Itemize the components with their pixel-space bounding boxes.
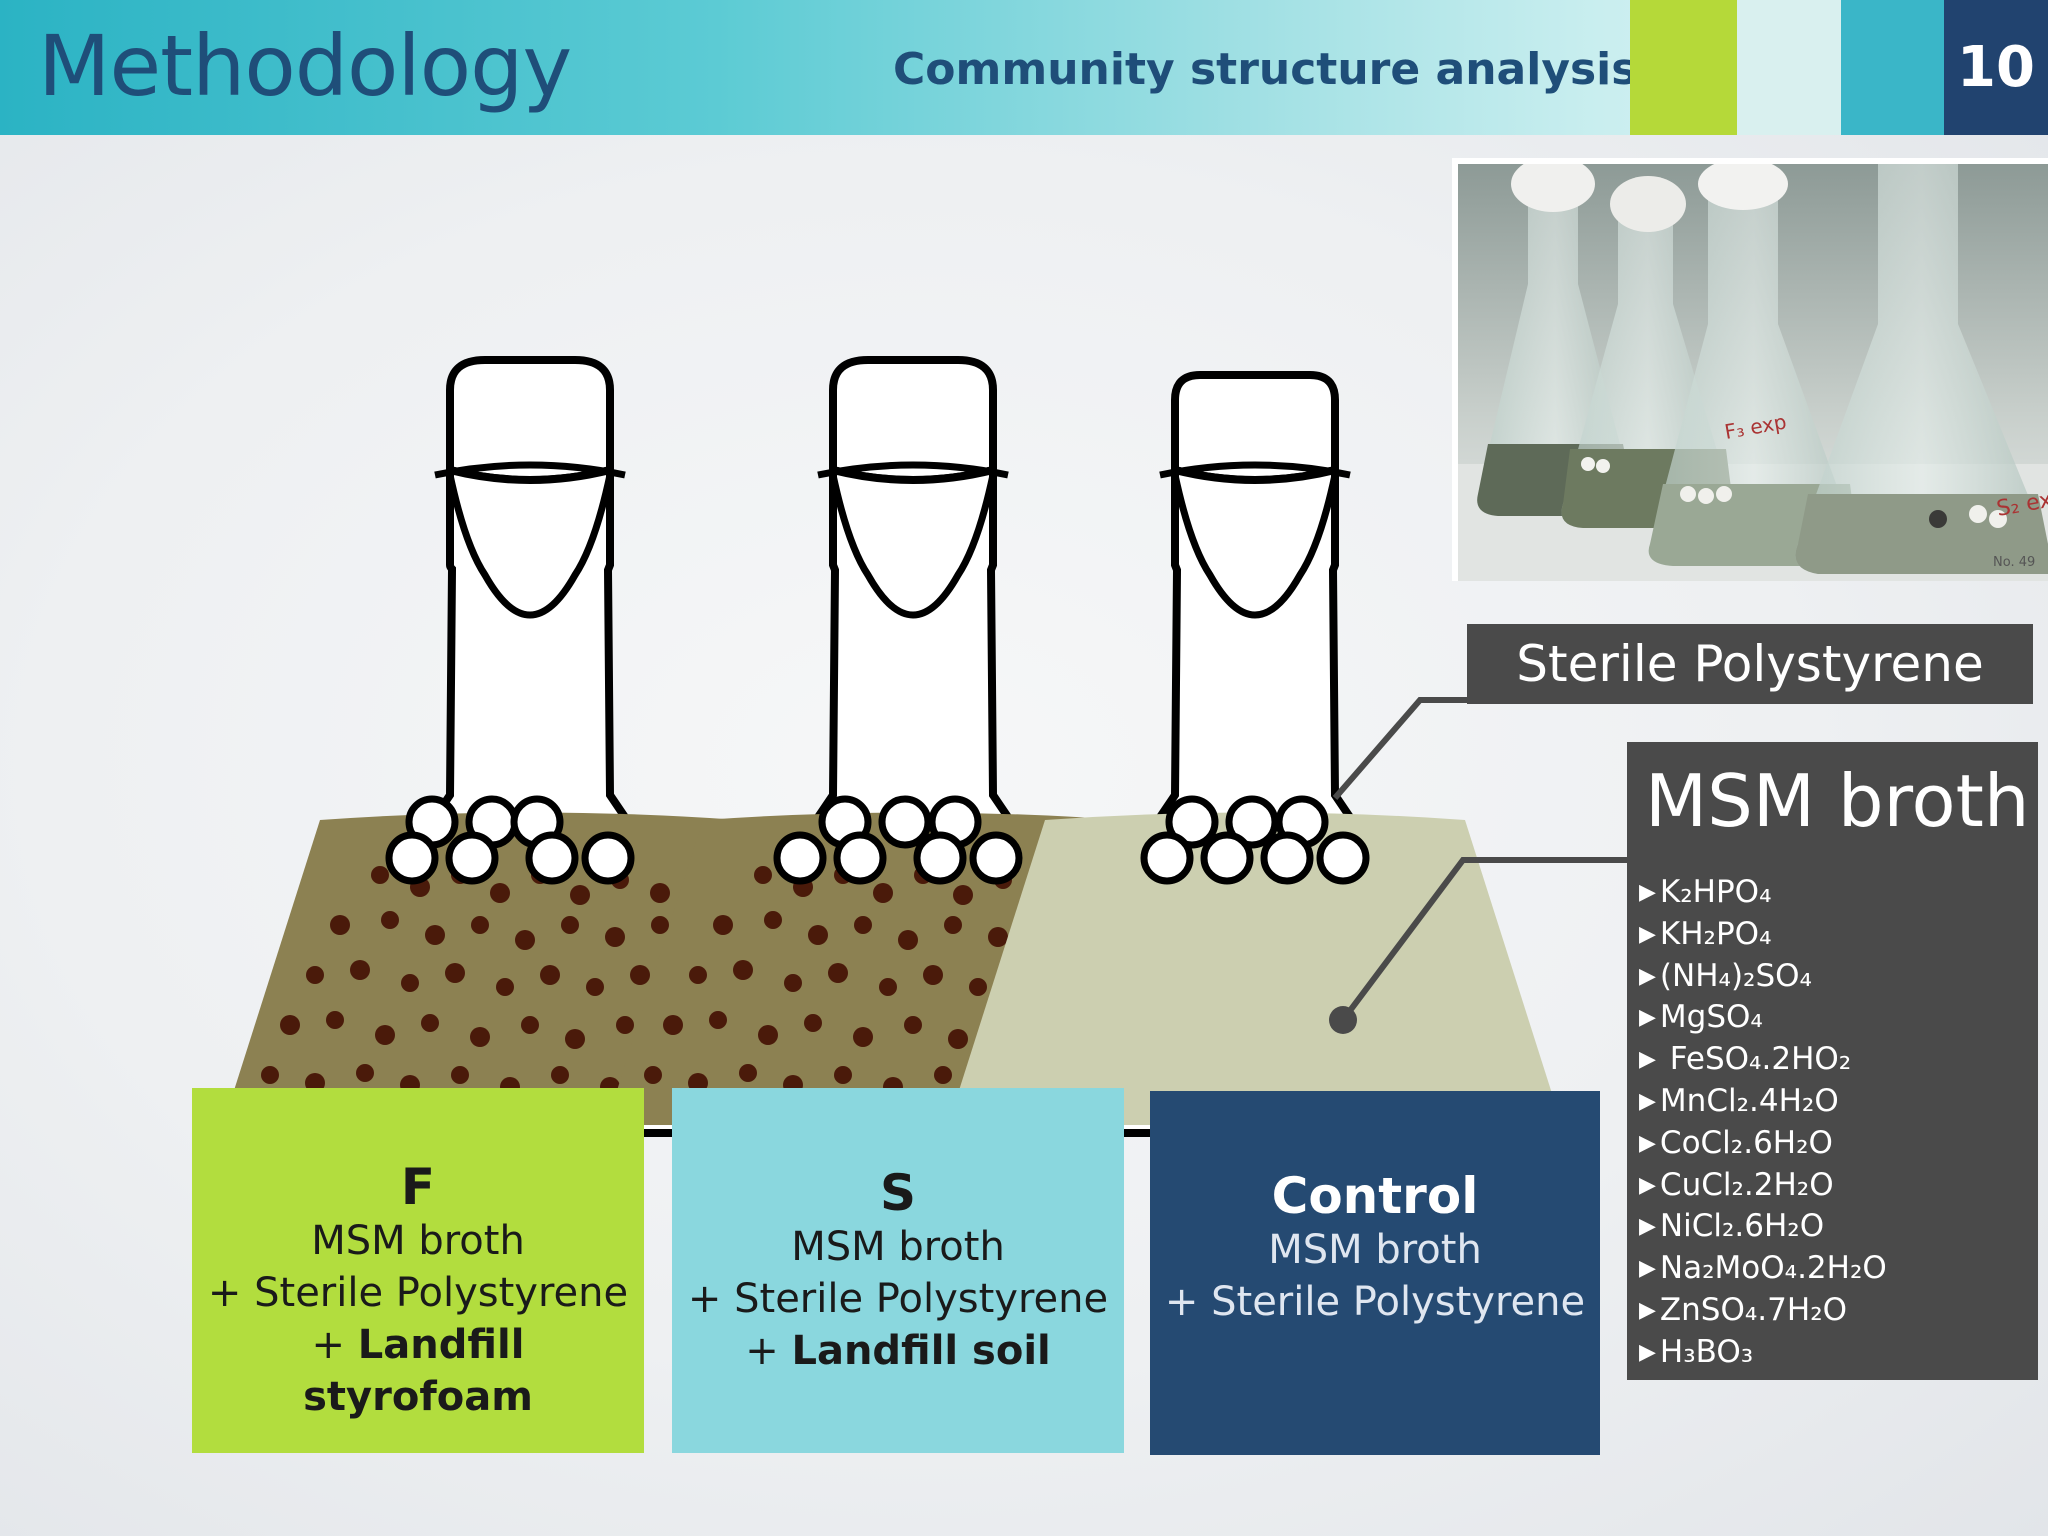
bullet-arrow-icon: ▶: [1639, 1005, 1656, 1031]
ingredient-cucl2: CuCl₂.2H₂O: [1659, 1166, 1834, 1203]
ingredient-list: ▶K₂HPO₄ ▶KH₂PO₄ ▶(NH₄)₂SO₄ ▶MgSO₄ ▶ FeSO…: [1639, 872, 1887, 1374]
ingredient-mncl2: MnCl₂.4H₂O: [1659, 1082, 1839, 1119]
ingredient-feso4: FeSO₄.2HO₂: [1659, 1041, 1852, 1078]
ingredient-item: ▶ FeSO₄.2HO₂: [1639, 1039, 1887, 1081]
ingredient-item: ▶ZnSO₄.7H₂O: [1639, 1290, 1887, 1332]
header-light-block: [1737, 0, 1841, 135]
bullet-arrow-icon: ▶: [1639, 880, 1656, 905]
ingredient-nh4-2so4: (NH₄)₂SO₄: [1659, 957, 1812, 994]
ingredient-item: ▶K₂HPO₄: [1639, 872, 1887, 914]
box-f-line1: MSM broth: [311, 1218, 525, 1264]
box-s-line2: + Sterile Polystyrene: [687, 1276, 1109, 1322]
ingredient-na2moo4: Na₂MoO₄.2H₂O: [1659, 1250, 1887, 1287]
header-cyan-block: [1841, 0, 1944, 135]
svg-text:No. 49: No. 49: [1993, 555, 2035, 570]
box-f-line3: + Landfill styrofoam: [303, 1322, 533, 1420]
box-control: Control MSM broth + Sterile Polystyrene: [1150, 1091, 1600, 1455]
sterile-polystyrene-callout: Sterile Polystyrene: [1467, 624, 2033, 704]
box-s: S MSM broth + Sterile Polystyrene + Land…: [672, 1088, 1124, 1453]
bullet-arrow-icon: ▶: [1639, 921, 1656, 947]
ingredient-znso4: ZnSO₄.7H₂O: [1659, 1291, 1848, 1328]
ingredient-h3bo3: H₃BO₃: [1659, 1333, 1754, 1370]
box-s-label: S: [879, 1164, 916, 1222]
box-f-label: F: [400, 1158, 436, 1216]
box-f-line3-bold: Landfill styrofoam: [303, 1322, 533, 1420]
ingredient-item: ▶NiCl₂.6H₂O: [1639, 1206, 1887, 1248]
flask-control: [953, 371, 1557, 1137]
bullet-arrow-icon: ▶: [1639, 1047, 1656, 1073]
bullet-arrow-icon: ▶: [1639, 1088, 1656, 1114]
box-control-line1: MSM broth: [1268, 1227, 1482, 1273]
ingredient-item: ▶MnCl₂.4H₂O: [1639, 1081, 1887, 1123]
ingredient-item: ▶Na₂MoO₄.2H₂O: [1639, 1248, 1887, 1290]
ingredient-item: ▶(NH₄)₂SO₄: [1639, 956, 1887, 998]
box-s-line3: + Landfill soil: [745, 1328, 1051, 1374]
bullet-arrow-icon: ▶: [1639, 963, 1656, 989]
ingredient-item: ▶CuCl₂.2H₂O: [1639, 1165, 1887, 1207]
header-bar: Methodology Community structure analysis…: [0, 0, 2048, 135]
box-control-label: Control: [1271, 1167, 1479, 1225]
callout-connectors: [1332, 697, 1630, 1022]
bullet-arrow-icon: ▶: [1639, 1297, 1656, 1323]
ingredient-nicl2: NiCl₂.6H₂O: [1659, 1208, 1825, 1245]
bullet-arrow-icon: ▶: [1639, 1172, 1656, 1198]
ingredient-kh2po4: KH₂PO₄: [1659, 915, 1772, 952]
ingredient-cocl2: CoCl₂.6H₂O: [1659, 1124, 1833, 1161]
box-s-line1: MSM broth: [791, 1224, 1005, 1270]
ingredient-mgso4: MgSO₄: [1659, 999, 1763, 1036]
bullet-arrow-icon: ▶: [1639, 1130, 1656, 1156]
msm-broth-panel: MSM broth ▶K₂HPO₄ ▶KH₂PO₄ ▶(NH₄)₂SO₄ ▶Mg…: [1627, 742, 2038, 1380]
section-subtitle: Community structure analysis: [893, 44, 1638, 95]
box-f: F MSM broth + Sterile Polystyrene + Land…: [192, 1088, 644, 1453]
callout-dot: [1329, 1006, 1357, 1034]
ingredient-k2hpo4: K₂HPO₄: [1659, 874, 1772, 910]
msm-broth-title: MSM broth: [1645, 759, 2030, 843]
bullet-arrow-icon: ▶: [1639, 1256, 1656, 1282]
ingredient-item: ▶KH₂PO₄: [1639, 914, 1887, 956]
bullet-arrow-icon: ▶: [1639, 1339, 1656, 1365]
header-lime-block: [1630, 0, 1737, 135]
ingredient-item: ▶H₃BO₃: [1639, 1332, 1887, 1374]
page-number: 10: [1944, 0, 2048, 135]
page-title: Methodology: [38, 17, 572, 115]
ingredient-item: ▶MgSO₄: [1639, 997, 1887, 1039]
box-f-line2: + Sterile Polystyrene: [207, 1270, 629, 1316]
box-control-line2: + Sterile Polystyrene: [1164, 1279, 1586, 1325]
bullet-arrow-icon: ▶: [1639, 1214, 1656, 1240]
flasks-photo: F₃ exp S₂ ex No. 49: [1452, 158, 2048, 581]
ingredient-item: ▶CoCl₂.6H₂O: [1639, 1123, 1887, 1165]
box-s-line3-bold: Landfill soil: [791, 1328, 1051, 1374]
